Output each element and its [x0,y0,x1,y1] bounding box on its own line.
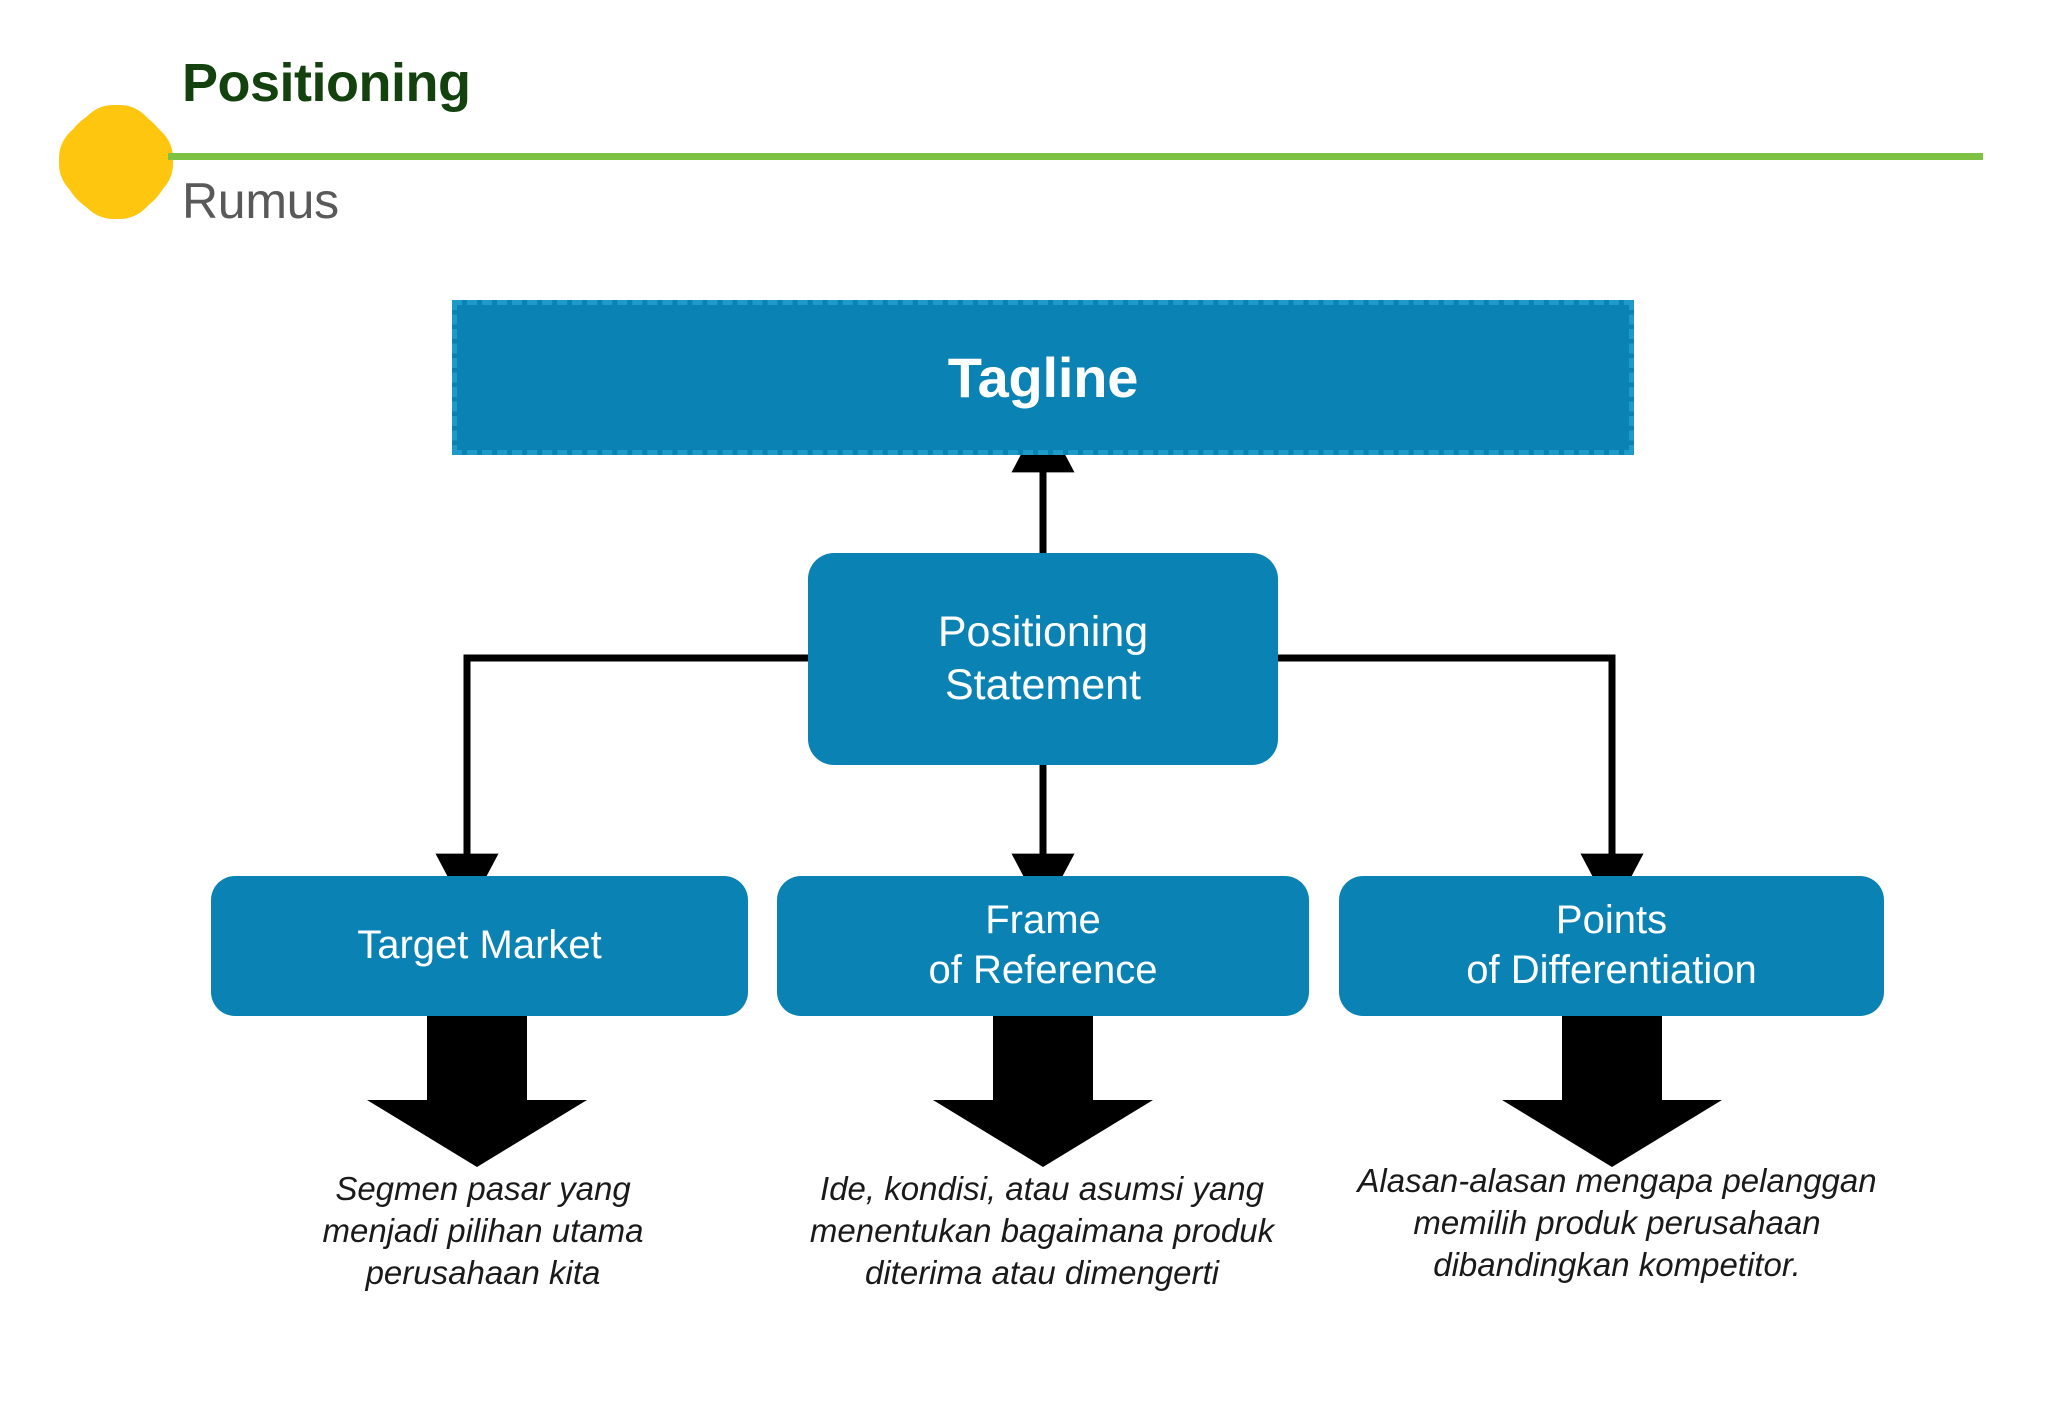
node-positioning-statement[interactable]: Positioning Statement [808,553,1278,765]
connector-statement-to-target-market [435,654,808,914]
node-target-market[interactable]: Target Market [211,876,748,1016]
page-subtitle: Rumus [182,173,339,229]
node-frame-of-reference[interactable]: Frame of Reference [777,876,1309,1016]
page-title: Positioning [182,53,471,113]
node-frame-of-reference-label: Frame of Reference [928,898,1158,992]
block-arrow-points [1502,1016,1722,1167]
node-tagline[interactable]: Tagline [452,300,1634,455]
yellow-bullet-icon [59,105,173,219]
block-arrow-target-market [367,1016,587,1167]
block-arrow-frame [933,1016,1153,1167]
node-positioning-statement-label: Positioning Statement [937,607,1149,709]
node-points-of-differentiation-label: Points of Differentiation [1466,898,1757,992]
connector-statement-to-points [1278,654,1644,914]
header-divider [168,153,1983,160]
caption-frame-of-reference: Ide, kondisi, atau asumsi yang menentuka… [809,1170,1275,1292]
node-tagline-label: Tagline [947,345,1139,409]
node-points-of-differentiation[interactable]: Points of Differentiation [1339,876,1884,1016]
caption-target-market: Segmen pasar yang menjadi pilihan utama … [322,1170,644,1292]
caption-points-of-differentiation: Alasan-alasan mengapa pelanggan memilih … [1357,1162,1877,1284]
node-target-market-label: Target Market [357,923,602,968]
